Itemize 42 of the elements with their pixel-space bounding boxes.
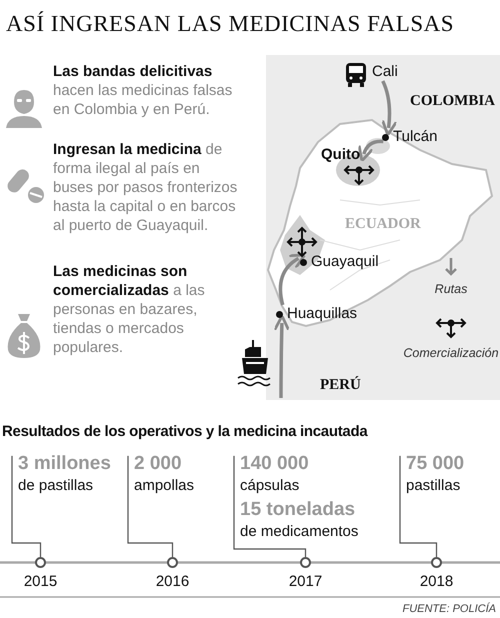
country-label: COLOMBIA [410,92,496,111]
year-label: 2017 [288,572,324,592]
description-text: Las bandas delicitivas hacen las medicinas falsas en Colombia y en Perú. [53,62,234,119]
quantity-value: 75 000 [406,452,466,476]
title: ASÍ INGRESAN LAS MEDICINAS FALSAS [6,12,456,35]
leader-line [127,456,174,557]
description-text: Las medicinas son comercializadas a las personas en bazares, tiendas o mercados populares. [53,262,206,357]
city-label: Tulcán [393,126,438,147]
quantity-value: 15 toneladas [240,498,356,522]
quantity-value: 140 000 [240,452,310,476]
legend-text: Rutas [434,281,468,298]
quantity-unit: pastillas [406,476,462,496]
leader-line [11,456,42,557]
year-label: 2015 [22,572,58,592]
timeline-marker [35,557,46,568]
route-arrow [273,314,290,398]
section-heading: Resultados de los operativos y la medicina incautada [2,422,368,442]
timeline-marker [300,557,311,568]
country-label: ECUADOR [345,215,421,234]
timeline-marker [167,557,178,568]
quantity-value: 2 000 [134,452,183,476]
city-label: Cali [372,62,398,82]
source-note: FUENTE: POLICÍA [402,602,496,617]
leader-line [233,456,306,557]
country-label: PERÚ [320,375,361,395]
quantity-unit: de medicamentos [240,522,360,542]
city-label: Huaquillas [287,304,358,324]
legend-text: Comercialización [403,345,499,362]
description-text: Ingresan la medicina de forma ilegal al país en buses por pasos fronterizos hasta la capital o en barcos al puerto de Guayaquil. [53,140,238,235]
city-label: Guayaquil [311,252,379,272]
quantity-unit: ampollas [134,476,196,496]
quantity-value: 3 millones [18,452,112,476]
route-arrow [278,253,306,306]
year-label: 2018 [418,572,454,592]
route-arrow [380,80,398,136]
leader-line [399,456,438,557]
quantity-unit: de pastillas [18,476,94,496]
timeline-marker [431,557,442,568]
year-label: 2016 [154,572,190,592]
route-arrow [358,140,384,162]
quantity-unit: cápsulas [240,476,300,496]
city-label: Quito [321,144,360,165]
